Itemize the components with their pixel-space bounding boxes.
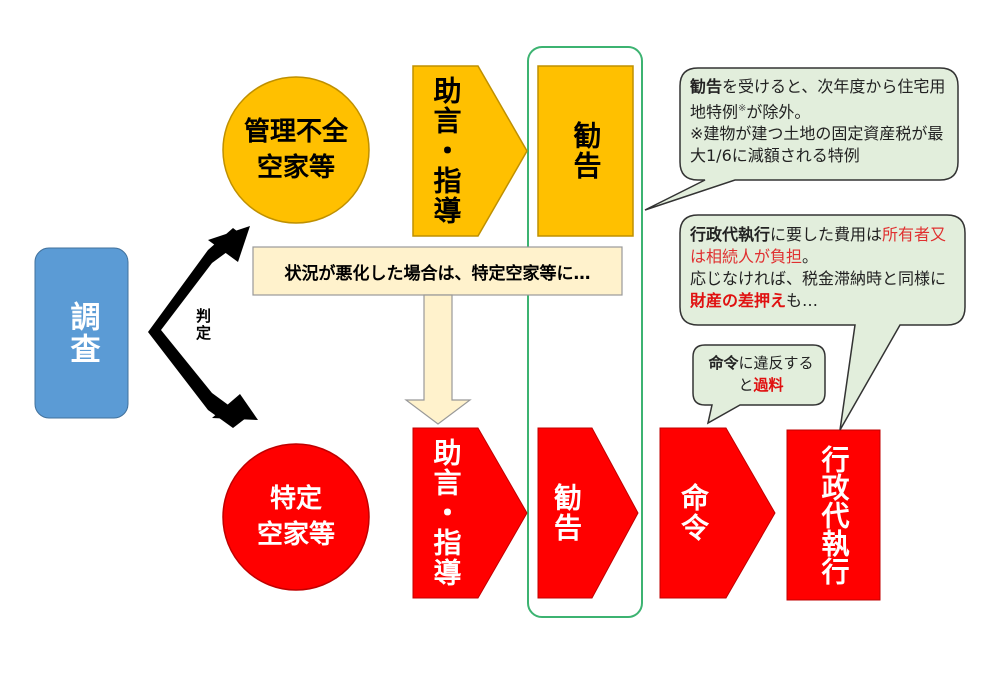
kanri-fuzen-circle	[222, 76, 370, 224]
arrow-head-up	[208, 226, 250, 262]
meirei-label: 命令	[677, 483, 710, 543]
bottom-kankoku-pentagon	[537, 427, 639, 599]
callout-meirei: 命令に違反すると過料	[702, 352, 820, 396]
top-advice-label: 助言・指導	[429, 76, 463, 226]
daishikko-label: 行政代執行	[817, 445, 851, 585]
callout-daishikko-t2: 。	[802, 247, 819, 266]
callout-kankoku-note: ※建物が建つ土地の固定資産税が最大1/6に減額される特例	[690, 124, 944, 166]
top-advice-pentagon	[412, 65, 528, 237]
kanri-fuzen-label: 管理不全 空家等	[243, 117, 348, 183]
top-kankoku-rect	[537, 65, 634, 237]
transition-box	[252, 246, 623, 296]
bottom-advice-pentagon	[412, 427, 528, 599]
meirei-pentagon	[659, 427, 776, 599]
daishikko-rect	[786, 429, 881, 601]
callout-meirei-shape	[692, 344, 826, 425]
callout-meirei-redbold: 過料	[753, 376, 784, 394]
callout-kankoku-shape	[644, 67, 959, 211]
judge-label: 判定	[194, 308, 212, 342]
tokutei-label: 特定 空家等	[256, 484, 335, 550]
callout-daishikko-red: 所有者又は相続人が負担	[690, 225, 947, 266]
judge-arrow	[148, 228, 246, 428]
callout-daishikko-t1: に要した費用は	[770, 225, 883, 244]
bottom-kankoku-label: 勧告	[550, 483, 583, 543]
callout-kankoku-t2: が除外。	[746, 102, 811, 122]
arrow-head-down	[212, 394, 258, 420]
callout-kankoku-mark: ※	[738, 103, 747, 114]
callout-daishikko-t3: 応じなければ、税金滞納時と同様に	[690, 269, 947, 288]
callout-daishikko-shape	[679, 214, 966, 431]
top-kankoku-label: 勧告	[569, 121, 603, 181]
tokutei-circle	[222, 443, 370, 591]
survey-box	[34, 247, 129, 419]
kankoku-highlight-frame	[527, 46, 643, 618]
callout-kankoku: 勧告を受けると、次年度から住宅用地特例※が除外。 ※建物が建つ土地の固定資産税が…	[690, 76, 950, 167]
callout-daishikko-t4: も…	[786, 291, 819, 310]
callout-daishikko-redbold: 財産の差押え	[690, 291, 787, 310]
survey-label: 調査	[64, 301, 100, 365]
transition-down-arrow	[404, 294, 472, 425]
callout-daishikko-bold: 行政代執行	[690, 225, 771, 244]
callout-kankoku-t1: を受けると、次年度から住宅用地特例	[690, 77, 946, 122]
callout-meirei-t1: に違反すると	[738, 354, 814, 394]
bottom-advice-label: 助言・指導	[429, 438, 463, 588]
callout-kankoku-bold: 勧告	[690, 77, 723, 96]
transition-label: 状況が悪化した場合は、特定空家等に…	[284, 263, 591, 284]
callout-daishikko: 行政代執行に要した費用は所有者又は相続人が負担。 応じなければ、税金滞納時と同様…	[690, 224, 958, 312]
callout-meirei-bold: 命令	[708, 354, 739, 372]
